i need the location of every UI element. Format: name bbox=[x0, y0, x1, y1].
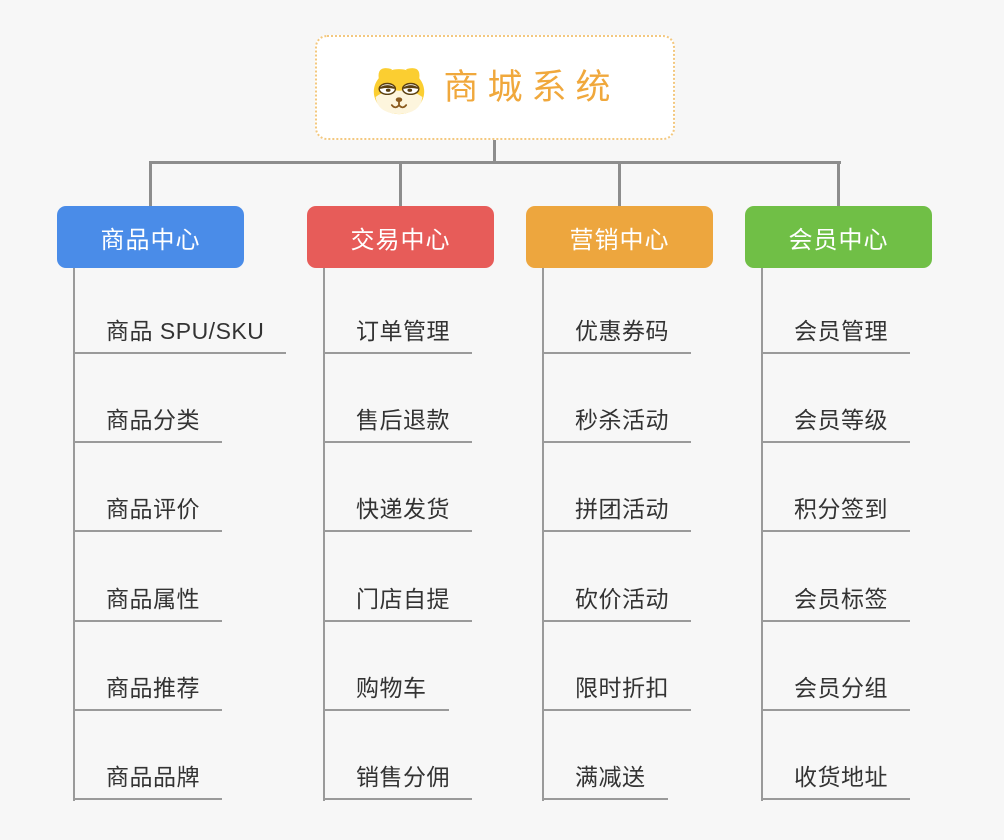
mindmap-node[interactable]: 收货地址 bbox=[761, 756, 910, 800]
mindmap-node[interactable]: 购物车 bbox=[323, 667, 449, 711]
mindmap-node[interactable]: 会员分组 bbox=[761, 667, 910, 711]
mindmap-node[interactable]: 快递发货 bbox=[323, 488, 472, 532]
mindmap-node[interactable]: 商品分类 bbox=[73, 399, 222, 443]
mindmap-node[interactable]: 商品 SPU/SKU bbox=[73, 310, 287, 354]
mindmap-node[interactable]: 积分签到 bbox=[761, 488, 910, 532]
branch-header-trade[interactable]: 交易中心 bbox=[307, 206, 494, 268]
branch-header-marketing[interactable]: 营销中心 bbox=[526, 206, 713, 268]
branch-product-center: 商品中心 商品 SPU/SKU 商品分类 商品评价 商品属性 商品推荐 商品品牌 bbox=[57, 0, 287, 840]
branch-spine-line bbox=[73, 268, 75, 801]
branch-drop-line bbox=[618, 164, 621, 206]
mindmap-node[interactable]: 商品品牌 bbox=[73, 756, 222, 800]
mindmap-node[interactable]: 限时折扣 bbox=[542, 667, 691, 711]
root-title: 商城系统 bbox=[443, 68, 620, 107]
mindmap-node[interactable]: 订单管理 bbox=[323, 310, 472, 354]
mindmap-node[interactable]: 会员标签 bbox=[761, 578, 910, 622]
branch-spine-line bbox=[323, 268, 325, 801]
branch-drop-line bbox=[837, 164, 840, 206]
mindmap-node[interactable]: 秒杀活动 bbox=[542, 399, 691, 443]
mindmap-node[interactable]: 商品评价 bbox=[73, 488, 222, 532]
branch-header-member[interactable]: 会员中心 bbox=[745, 206, 932, 268]
root-node[interactable]: 商城系统 bbox=[315, 35, 675, 140]
mindmap-node[interactable]: 拼团活动 bbox=[542, 488, 691, 532]
branch-header-product[interactable]: 商品中心 bbox=[57, 206, 244, 268]
dog-face-icon bbox=[374, 67, 425, 114]
mindmap-node[interactable]: 砍价活动 bbox=[542, 578, 691, 622]
branch-member-center: 会员中心 会员管理 会员等级 积分签到 会员标签 会员分组 收货地址 bbox=[745, 0, 932, 840]
mindmap-node[interactable]: 销售分佣 bbox=[323, 756, 472, 800]
branch-trade-center: 交易中心 订单管理 售后退款 快递发货 门店自提 购物车 销售分佣 bbox=[307, 0, 494, 840]
mindmap-node[interactable]: 商品推荐 bbox=[73, 667, 222, 711]
mindmap-node[interactable]: 门店自提 bbox=[323, 578, 472, 622]
mindmap-node[interactable]: 商品属性 bbox=[73, 578, 222, 622]
branch-spine-line bbox=[542, 268, 544, 801]
branch-marketing-center: 营销中心 优惠券码 秒杀活动 拼团活动 砍价活动 限时折扣 满减送 bbox=[526, 0, 713, 840]
branch-horizontal-line bbox=[149, 161, 841, 164]
mindmap-node[interactable]: 优惠券码 bbox=[542, 310, 691, 354]
mindmap-node[interactable]: 售后退款 bbox=[323, 399, 472, 443]
mindmap-node[interactable]: 满减送 bbox=[542, 756, 668, 800]
branch-spine-line bbox=[761, 268, 763, 801]
branch-drop-line bbox=[149, 164, 152, 206]
root-trunk-line bbox=[493, 140, 496, 164]
branch-drop-line bbox=[399, 164, 402, 206]
mindmap-node[interactable]: 会员管理 bbox=[761, 310, 910, 354]
mindmap-node[interactable]: 会员等级 bbox=[761, 399, 910, 443]
